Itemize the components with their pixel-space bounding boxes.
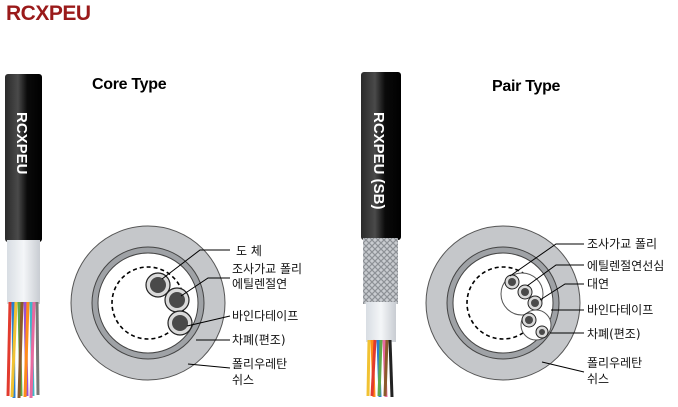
pair-leader-lines xyxy=(509,243,585,373)
core-cable-wires xyxy=(6,301,40,399)
core-label-insulation-1: 조사가교 폴리 xyxy=(232,262,302,276)
core-cable-photo: RCXPEU xyxy=(5,74,42,399)
core-type-title: Core Type xyxy=(92,76,167,93)
pair-conductors xyxy=(500,272,552,341)
core-cable-jacket xyxy=(5,74,42,242)
pair-label-core: 에틸렌절연선심 xyxy=(587,259,664,273)
core-label-insulation-2: 에틸렌절연 xyxy=(232,277,287,291)
pair-cable-print: RCXPEU (SB) xyxy=(370,112,387,210)
pair-cable-photo: RCXPEU (SB) xyxy=(361,72,401,398)
core-label-sheath-2: 쉬스 xyxy=(232,373,254,387)
core-cable-tape xyxy=(7,240,40,304)
core-label-conductor: 도 체 xyxy=(236,244,262,258)
core-label-shield: 차폐(편조) xyxy=(232,333,286,347)
pair-cable-braid xyxy=(363,238,398,304)
pair-label-shield: 차폐(편조) xyxy=(587,327,641,341)
pair-label-twist: 대연 xyxy=(587,277,609,291)
core-label-binder: 바인다테이프 xyxy=(232,309,298,323)
pair-label-binder: 바인다테이프 xyxy=(587,303,653,317)
page-title: RCXPEU xyxy=(6,2,91,25)
core-label-sheath-1: 폴리우레탄 xyxy=(232,357,287,371)
core-conductors xyxy=(145,272,193,336)
pair-cross-section xyxy=(425,225,581,381)
core-cable-print: RCXPEU xyxy=(13,112,30,175)
pair-cable-tape xyxy=(366,302,396,342)
pair-label-insulation: 조사가교 폴리 xyxy=(587,237,657,251)
pair-label-sheath-1: 폴리우레탄 xyxy=(587,356,642,370)
core-cross-section xyxy=(70,225,226,381)
pair-labels: 조사가교 폴리 에틸렌절연선심 대연 바인다테이프 차폐(편조) 폴리우레탄 쉬… xyxy=(587,237,664,386)
pair-label-sheath-2: 쉬스 xyxy=(587,372,609,386)
pair-type-title: Pair Type xyxy=(492,78,561,95)
core-labels: 도 체 조사가교 폴리 에틸렌절연 바인다테이프 차폐(편조) 폴리우레탄 쉬스 xyxy=(232,244,302,387)
pair-cable-jacket xyxy=(361,72,401,240)
core-leader-lines xyxy=(161,249,231,369)
pair-cable-wires xyxy=(366,339,394,398)
